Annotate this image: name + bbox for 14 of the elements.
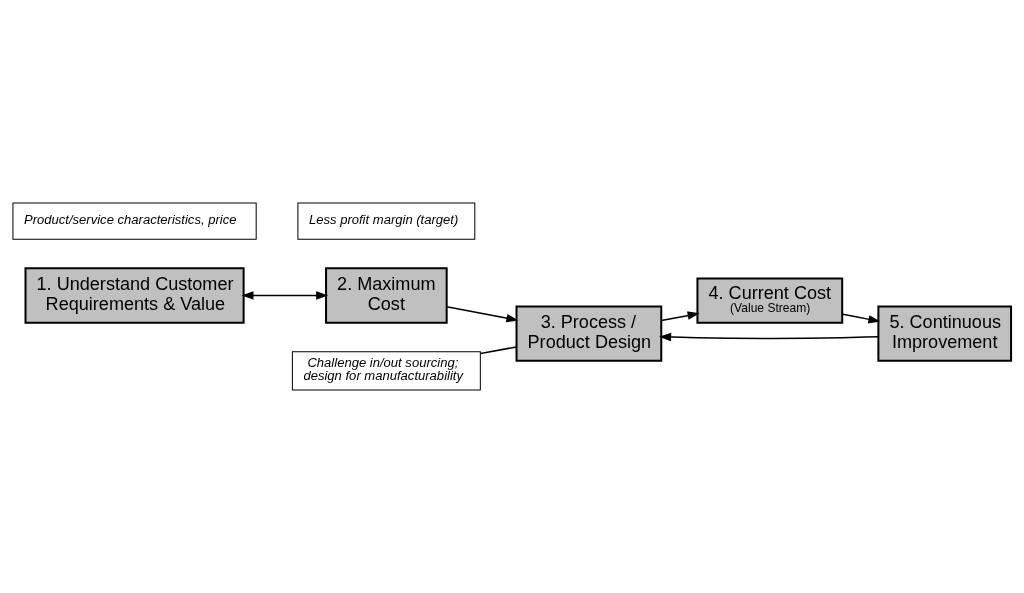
- node-box: Challenge in/out sourcing; design for manufacturability: [291, 351, 481, 391]
- node-box: 2. Maximum Cost: [325, 267, 448, 324]
- node-box: Less profit margin (target): [297, 202, 476, 240]
- arrow: [445, 306, 519, 323]
- node-box: 5. Continuous Improvement: [877, 305, 1013, 362]
- node-box: 1. Understand Customer Requirements & Value: [24, 267, 245, 324]
- node-box: Product/service characteristics, price: [12, 202, 257, 240]
- connector: [479, 346, 518, 355]
- arrow: [841, 313, 881, 324]
- node-box: 3. Process / Product Design: [515, 305, 663, 362]
- arrow: [241, 291, 329, 300]
- arrow: [660, 311, 700, 322]
- node-box: 4. Current Cost (Value Stream): [696, 277, 844, 324]
- arrow: [659, 332, 879, 342]
